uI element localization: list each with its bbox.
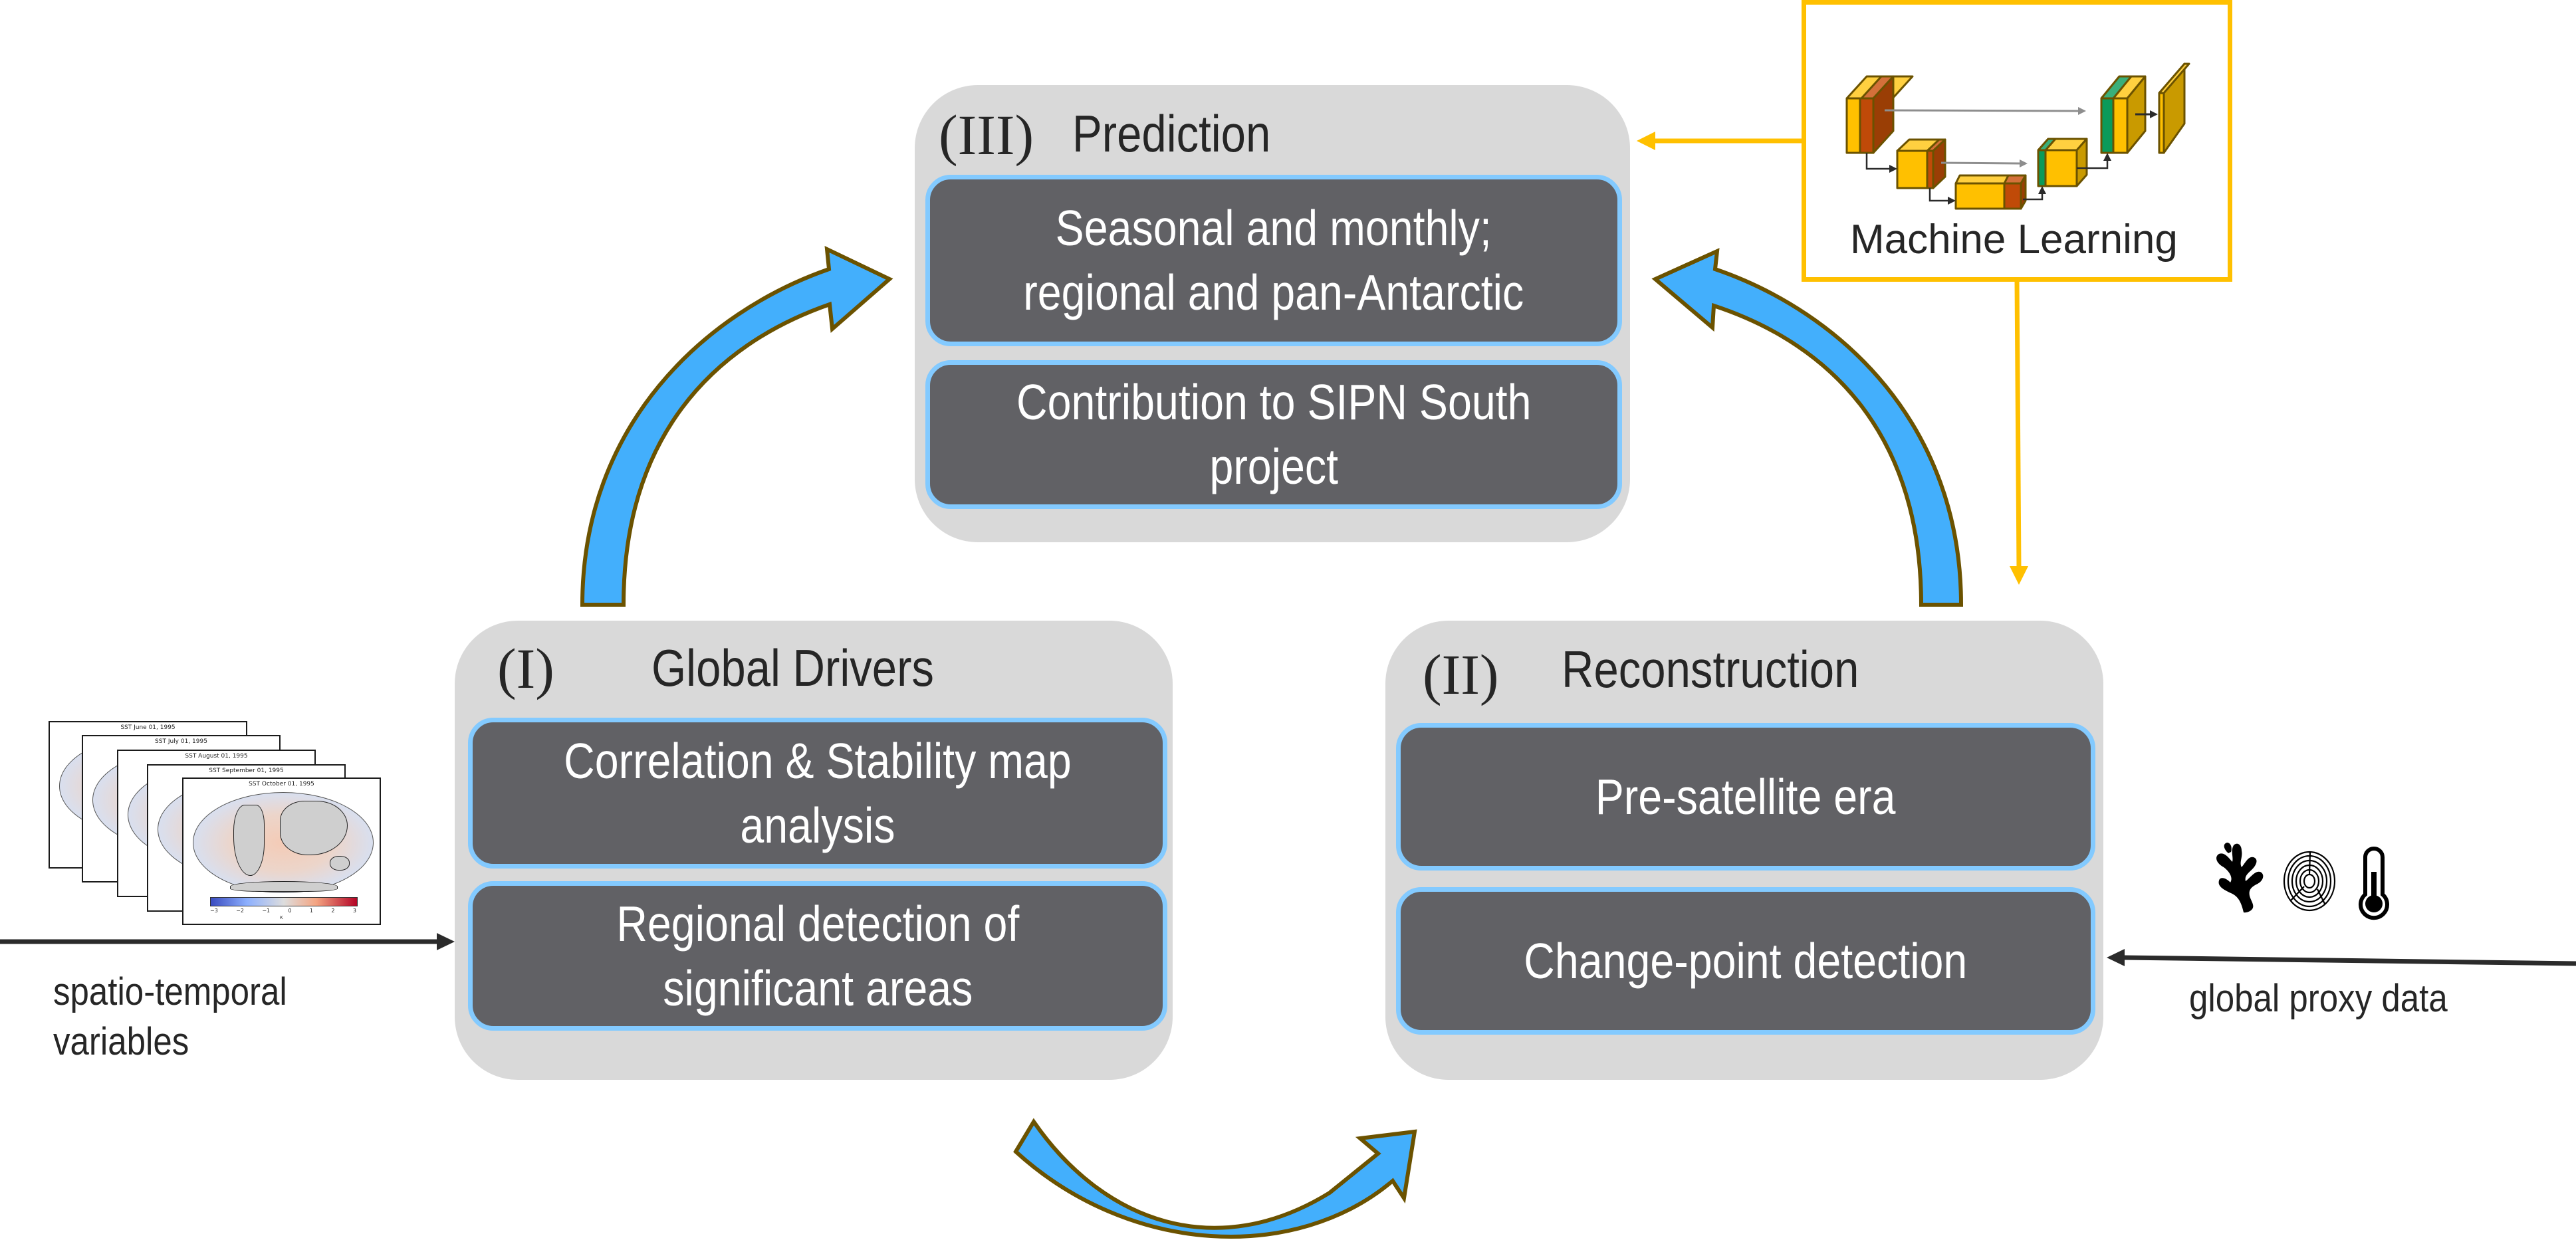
prediction-item-seasonal: Seasonal and monthly; regional and pan-A… <box>925 175 1622 346</box>
sst-map-globe <box>193 792 374 893</box>
global-drivers-item-correlation-text: Correlation & Stability map analysis <box>564 732 1072 853</box>
colorbar-tick: −3 <box>210 908 218 914</box>
sst-map-title: SST July 01, 1995 <box>155 738 207 745</box>
proxy-input-arrowhead <box>2107 949 2125 966</box>
global-drivers-item-regional-text: Regional detection of significant areas <box>616 895 1020 1016</box>
ml-to-reconstruction-arrowhead <box>2010 566 2028 585</box>
stage-global-drivers-title: Global Drivers <box>651 639 934 697</box>
unet-connections <box>1865 107 2158 205</box>
colorbar-tick: −2 <box>236 908 244 914</box>
global-drivers-item-regional: Regional detection of significant areas <box>468 881 1167 1031</box>
prediction-item-sipn-south-text: Contribution to SIPN South project <box>1016 374 1532 494</box>
unet-architecture-icon <box>1845 62 2190 210</box>
stage-prediction-title: Prediction <box>1072 104 1271 163</box>
sst-colorbar <box>210 897 358 906</box>
cycle-arrow-drivers-to-prediction <box>580 245 893 607</box>
coral-icon <box>2216 843 2264 913</box>
colorbar-tick: 2 <box>331 908 335 914</box>
ml-to-reconstruction-arrow <box>2014 280 2022 569</box>
ml-to-prediction-arrowhead <box>1637 132 1655 150</box>
global-proxy-data-label: global proxy data <box>2189 977 2448 1020</box>
tree-rings-icon <box>2283 851 2336 912</box>
continent-antarctica <box>230 881 338 892</box>
machine-learning-label: Machine Learning <box>1850 217 2178 262</box>
colorbar-tick: −1 <box>262 908 271 914</box>
sst-map-title: SST October 01, 1995 <box>249 781 314 787</box>
reconstruction-item-change-point-text: Change-point detection <box>1524 932 1968 989</box>
sst-map-title: SST June 01, 1995 <box>120 724 176 731</box>
continent-australia <box>330 856 350 871</box>
stage-global-drivers-numeral: (I) <box>497 637 554 700</box>
colorbar-tick: 3 <box>352 908 356 914</box>
reconstruction-item-pre-satellite: Pre-satellite era <box>1396 723 2095 871</box>
cycle-arrow-drivers-to-reconstruction <box>1013 1118 1417 1239</box>
colorbar-tick: 0 <box>288 908 292 914</box>
continent-africa-eurasia <box>280 801 348 855</box>
cycle-arrow-reconstruction-to-prediction <box>1651 248 1964 607</box>
sst-colorbar-unit: K <box>280 916 283 920</box>
global-drivers-item-correlation: Correlation & Stability map analysis <box>468 718 1167 869</box>
prediction-item-sipn-south: Contribution to SIPN South project <box>925 360 1622 509</box>
spatio-temporal-input-arrowhead <box>437 933 455 950</box>
spatio-temporal-variables-label: spatio-temporal variables <box>53 970 287 1063</box>
prediction-item-seasonal-text: Seasonal and monthly; regional and pan-A… <box>1023 200 1524 320</box>
sst-colorbar-ticks: −3 −2 −1 0 1 2 3 <box>210 908 356 914</box>
stage-reconstruction-numeral: (II) <box>1423 643 1499 706</box>
stage-reconstruction-title: Reconstruction <box>1562 640 1859 698</box>
sst-map-title: SST September 01, 1995 <box>209 768 284 774</box>
sst-map-title: SST August 01, 1995 <box>185 753 248 760</box>
reconstruction-item-pre-satellite-text: Pre-satellite era <box>1595 768 1896 825</box>
proxy-input-arrow <box>2123 955 2576 966</box>
reconstruction-item-change-point: Change-point detection <box>1396 887 2095 1035</box>
thermometer-icon <box>2359 847 2389 920</box>
sst-map-card: SST October 01, 1995 −3 −2 −1 0 1 2 3 K <box>182 777 381 925</box>
continent-americas <box>233 805 265 876</box>
stage-prediction-numeral: (III) <box>939 103 1034 167</box>
colorbar-tick: 1 <box>309 908 314 914</box>
